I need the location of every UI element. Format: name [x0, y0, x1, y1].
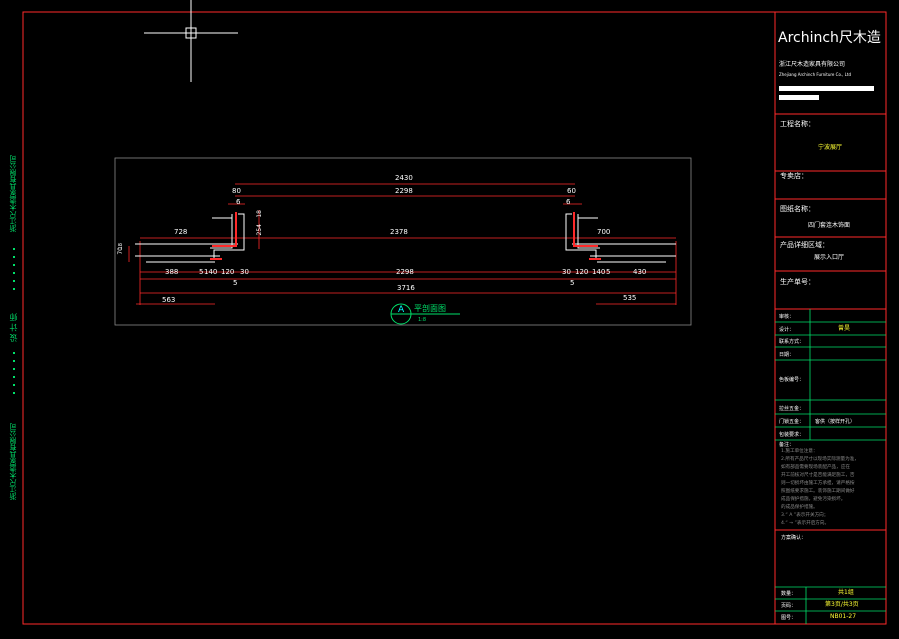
color-code-label: 色板编号：: [779, 377, 805, 383]
company-name-en: Zhejiang Archinch Furniture Co., Ltd: [779, 72, 851, 77]
project-label: 工程名称：: [780, 120, 815, 128]
product-no-label: 生产单号：: [780, 278, 815, 286]
hardware-label: 拉丝五金：: [779, 406, 805, 412]
dim-left-span: 728: [174, 228, 188, 236]
dim-b-120r: 120: [575, 268, 589, 276]
dim-b-430: 430: [633, 268, 647, 276]
review-label: 审核：: [779, 314, 795, 320]
product-area-value: 展示入口厅: [814, 254, 845, 261]
dim-left-80: 80: [232, 187, 241, 195]
dim-height-254: 254: [256, 224, 263, 236]
qty-label: 数量：: [781, 591, 797, 597]
page-label: 页码：: [781, 603, 797, 609]
confirm-label: 方案确认：: [781, 535, 807, 541]
dim-right-6: 6: [566, 198, 571, 206]
project-value: 宁波展厅: [818, 144, 843, 151]
side-company-bottom: 浙江尺木造家具有限公司: [9, 423, 17, 500]
note-line: 开工前核对尺寸是否能满足施工，否: [781, 473, 855, 478]
dim-b-388: 388: [165, 268, 179, 276]
dim-total-top: 2430: [395, 174, 413, 182]
brand-logo: Archinch尺木造: [778, 30, 881, 46]
viewport-frame: [114, 157, 692, 326]
company-name-cn: 浙江尺木造家具有限公司: [779, 61, 846, 68]
note-line: 照图纸要求施工。装饰施工期间做好: [781, 489, 855, 494]
dim-b-30: 30: [240, 268, 249, 276]
dim-right-535: 535: [623, 294, 637, 302]
dim-b-5: 5: [199, 268, 204, 276]
dim-right-60: 60: [567, 187, 576, 195]
dim-b-140: 140: [204, 268, 218, 276]
page-value: 第3页/共3页: [825, 601, 859, 608]
side-designer-label: 设 计 师: [9, 312, 18, 342]
section-scale: 1:8: [418, 317, 427, 323]
dim-b-5-left-low: 5: [233, 279, 238, 287]
crosshair-cursor-icon: [144, 0, 238, 82]
side-company-top: 浙江尺木造家具有限公司: [9, 155, 17, 232]
note-line: 的成品保护措施。: [781, 505, 818, 510]
note-line: 4.“ → ”表示开启方向。: [781, 521, 830, 526]
door-hardware-value: 客供（按样开孔）: [815, 419, 856, 425]
note-line: 如有部品需要现场装配产品，应在: [781, 465, 850, 470]
drawing-no-label: 图号：: [781, 615, 797, 621]
dim-b-2298: 2298: [396, 268, 414, 276]
contact-label: 联系方式：: [779, 339, 805, 345]
note-line: 2.所有产品尺寸以现场实际测量为准，: [781, 457, 859, 462]
dim-b-5-right-low: 5: [570, 279, 575, 287]
note-line: 3.“ A ”表示开关方向；: [781, 513, 829, 518]
dim-height-18: 18: [256, 210, 263, 218]
dim-left-6: 6: [236, 198, 241, 206]
drawing-name-value: 四门套连木饰面: [808, 222, 851, 229]
title-block-border: [774, 11, 887, 625]
sheet-border: [22, 11, 887, 625]
drawing-no-value: NB01-27: [830, 613, 857, 620]
dim-mid-span: 2378: [390, 228, 408, 236]
dim-b-30r: 30: [562, 268, 571, 276]
section-title: 平剖面图: [414, 304, 446, 313]
dim-b-140r: 140: [592, 268, 606, 276]
dim-right-span: 700: [597, 228, 611, 236]
notes-label: 备注：: [779, 442, 795, 448]
note-line: 1.施工单位注意：: [781, 449, 818, 454]
qty-value: 共1组: [838, 589, 854, 596]
section-marker-letter: A: [398, 305, 405, 315]
notes-list: 1.施工单位注意： 2.所有产品尺寸以现场实际测量为准， 如有部品需要现场装配产…: [781, 448, 883, 528]
dim-b-5r: 5: [606, 268, 611, 276]
designer-value: 曾昊: [838, 325, 851, 332]
door-hardware-label: 门锁五金：: [779, 419, 805, 425]
drawing-name-label: 图纸名称：: [780, 205, 815, 213]
dim-b-120: 120: [221, 268, 235, 276]
dim-left-563: 563: [162, 296, 176, 304]
product-area-label: 产品详细区域：: [780, 241, 829, 249]
date-label: 日期：: [779, 352, 795, 358]
designer-label: 设计：: [779, 327, 795, 333]
area-label: 专卖店：: [780, 172, 808, 180]
note-line: 则一切损坏由施工方承担，请严格按: [781, 481, 855, 486]
dim-left-18: 18: [118, 243, 124, 250]
dim-inner-top: 2298: [395, 187, 413, 195]
packing-label: 包装要求：: [779, 432, 805, 438]
dim-overall: 3716: [397, 284, 415, 292]
note-line: 成品保护措施，避免污染损坏。: [781, 497, 846, 502]
